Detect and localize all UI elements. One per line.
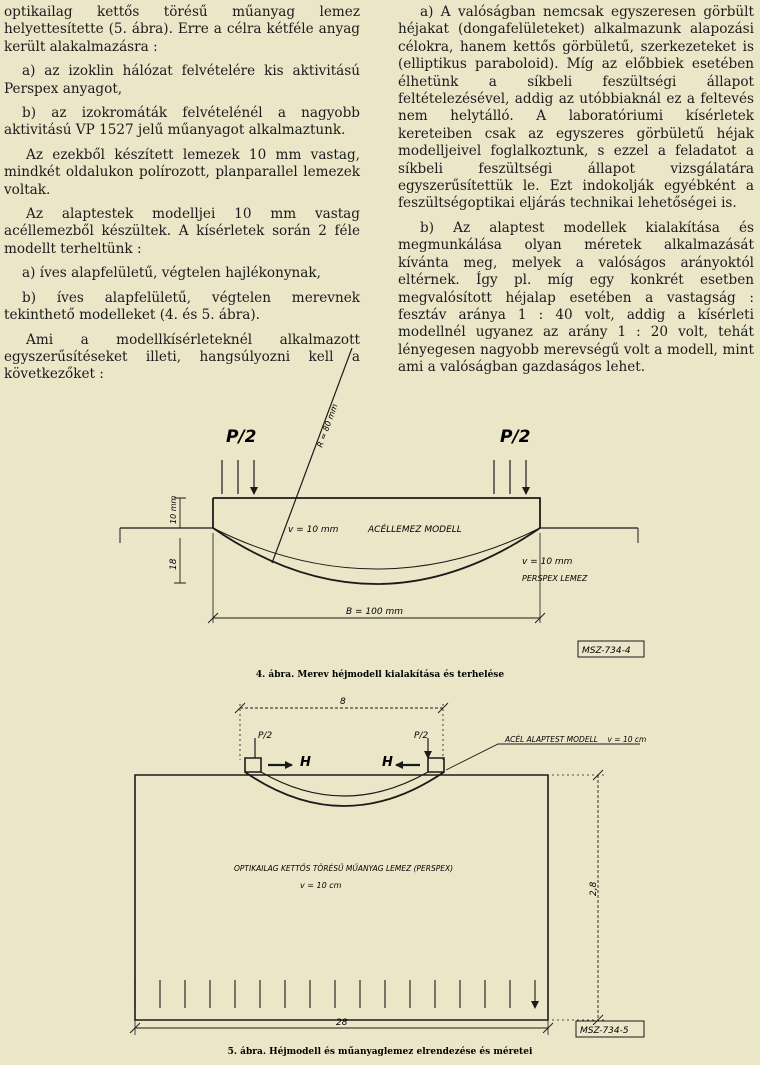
height-dimension-label: 2,8 [589,881,599,896]
load-right-label: P/2 [500,427,531,447]
paragraph: b) íves alapfelületű, végtelen merevnek … [4,289,360,324]
left-column: optikailag kettős törésű műanyag lemez h… [4,4,360,391]
paragraph: b) az izokromáták felvételénél a nagyobb… [4,105,360,139]
callout-label: ACÉL ALAPTEST MODELL v = 10 cm [504,735,646,744]
figure-4-drawing: P/2 P/2 R = 80 mm 10 mm 18 v = 10 mm ACÉ… [119,347,645,680]
right-column: a) A valóságban nemcsak egyszeresen görb… [398,4,754,384]
plate-thickness-label: v = 10 cm [300,881,342,890]
model-label: ACÉLLEMEZ MODELL [367,523,462,535]
load-left-label: P/2 [258,731,272,741]
paragraph: a) A valóságban nemcsak egyszeresen görb… [398,4,754,212]
load-left-label: P/2 [226,427,257,447]
side-thickness-label: 10 mm [169,495,178,524]
paragraph: optikailag kettős törésű műanyag lemez h… [4,4,360,55]
paragraph: b) Az alaptest modellek kialakítása és m… [398,219,754,376]
plate-label: OPTIKAILAG KETTŐS TÖRÉSŰ MŰANYAG LEMEZ (… [234,864,453,873]
plate-thickness-label: v = 10 mm [522,557,573,567]
figure-4: P/2 P/2 R = 80 mm 10 mm 18 v = 10 mm ACÉ… [0,347,760,683]
paragraph: Ami a modellkísérleteknél alkalmazott eg… [4,331,360,383]
top-dimension-label: 8 [340,697,346,707]
model-thickness-label: v = 10 mm [288,525,339,535]
radius-label: R = 80 mm [315,403,339,449]
figure-code: MSZ-734-4 [582,646,631,656]
plate-label: PERSPEX LEMEZ [522,574,588,583]
figure-code: MSZ-734-5 [580,1026,629,1036]
paragraph: a) íves alapfelületű, végtelen hajlékony… [22,265,321,282]
h-right-label: H [382,755,393,770]
width-dimension-label: B = 100 mm [346,607,403,617]
figure-5-drawing: 8 P/2 P/2 H H ACÉL ALAPTEST MODELL v = 1… [129,697,646,1057]
paragraph: Az alaptestek modelljei 10 mm vastag acé… [4,206,360,257]
width-dimension-label: 28 [336,1018,348,1028]
load-right-label: P/2 [414,731,428,741]
h-left-label: H [300,755,311,770]
paragraph: a) az izoklin hálózat felvételére kis ak… [4,63,360,97]
figure-caption: 4. ábra. Merev héjmodell kialakítása és … [256,669,504,680]
figure-caption: 5. ábra. Héjmodell és műanyaglemez elren… [228,1046,533,1057]
height-label: 18 [169,558,179,570]
figure-5: 8 P/2 P/2 H H ACÉL ALAPTEST MODELL v = 1… [0,690,760,1061]
paragraph: Az ezekből készített lemezek 10 mm vasta… [4,146,360,198]
